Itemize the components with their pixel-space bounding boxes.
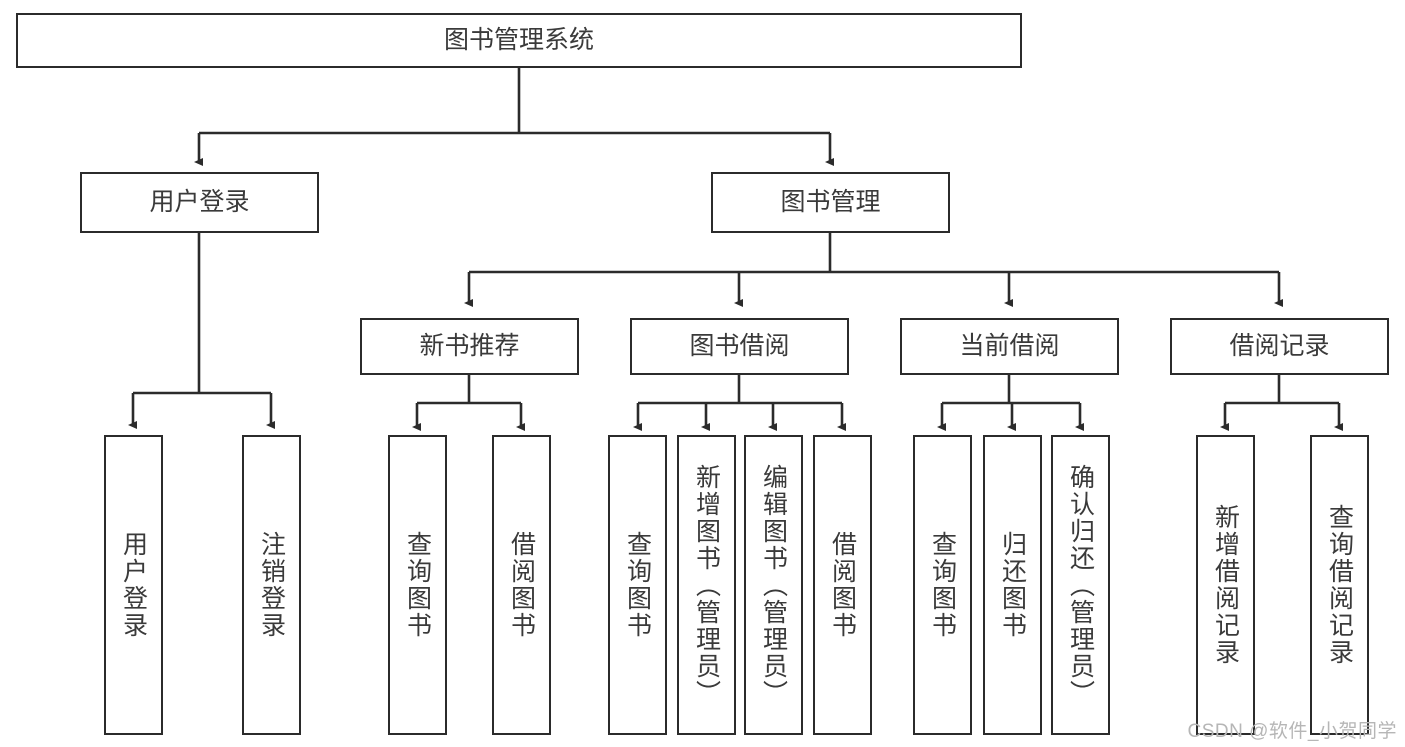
- leaf-user-login-login[interactable]: 用户登录: [104, 435, 163, 735]
- node-label: 确认归还（管理员）: [1066, 463, 1095, 707]
- node-label: 当前借阅: [959, 331, 1060, 360]
- node-root-book-management-system[interactable]: 图书管理系统: [16, 13, 1022, 68]
- node-label: 图书管理系统: [443, 25, 594, 54]
- node-label: 借阅记录: [1229, 331, 1330, 360]
- node-label: 查询图书: [403, 531, 432, 639]
- node-label: 编辑图书（管理员）: [759, 463, 788, 707]
- node-book-borrow[interactable]: 图书借阅: [630, 318, 849, 375]
- leaf-record-add-borrow-record[interactable]: 新增借阅记录: [1196, 435, 1255, 735]
- node-current-borrow[interactable]: 当前借阅: [900, 318, 1119, 375]
- leaf-user-login-logout[interactable]: 注销登录: [242, 435, 301, 735]
- node-label: 用户登录: [149, 187, 250, 216]
- csdn-watermark: CSDN @软件_小贺同学: [1187, 721, 1397, 742]
- leaf-borrow-borrow-book[interactable]: 借阅图书: [813, 435, 872, 735]
- node-label: 用户登录: [119, 531, 148, 639]
- leaf-borrow-edit-book-admin[interactable]: 编辑图书（管理员）: [744, 435, 803, 735]
- node-label: 新增图书（管理员）: [692, 463, 721, 707]
- node-user-login[interactable]: 用户登录: [80, 172, 319, 233]
- leaf-record-query-borrow-record[interactable]: 查询借阅记录: [1310, 435, 1369, 735]
- node-label: 图书管理: [780, 187, 881, 216]
- node-label: 归还图书: [998, 531, 1027, 639]
- leaf-current-confirm-return-admin[interactable]: 确认归还（管理员）: [1051, 435, 1110, 735]
- node-label: 查询图书: [928, 531, 957, 639]
- node-label: 查询图书: [623, 531, 652, 639]
- leaf-borrow-add-book-admin[interactable]: 新增图书（管理员）: [677, 435, 736, 735]
- node-label: 借阅图书: [828, 531, 857, 639]
- leaf-new-book-query[interactable]: 查询图书: [388, 435, 447, 735]
- node-label: 新增借阅记录: [1211, 504, 1240, 666]
- node-label: 注销登录: [257, 531, 286, 639]
- node-borrow-record[interactable]: 借阅记录: [1170, 318, 1389, 375]
- node-label: 查询借阅记录: [1325, 504, 1354, 666]
- node-label: 图书借阅: [689, 331, 790, 360]
- leaf-current-return-book[interactable]: 归还图书: [983, 435, 1042, 735]
- node-label: 新书推荐: [419, 331, 520, 360]
- leaf-borrow-query-book[interactable]: 查询图书: [608, 435, 667, 735]
- node-label: 借阅图书: [507, 531, 536, 639]
- node-book-management[interactable]: 图书管理: [711, 172, 950, 233]
- node-new-book-recommend[interactable]: 新书推荐: [360, 318, 579, 375]
- leaf-new-book-borrow[interactable]: 借阅图书: [492, 435, 551, 735]
- leaf-current-query-book[interactable]: 查询图书: [913, 435, 972, 735]
